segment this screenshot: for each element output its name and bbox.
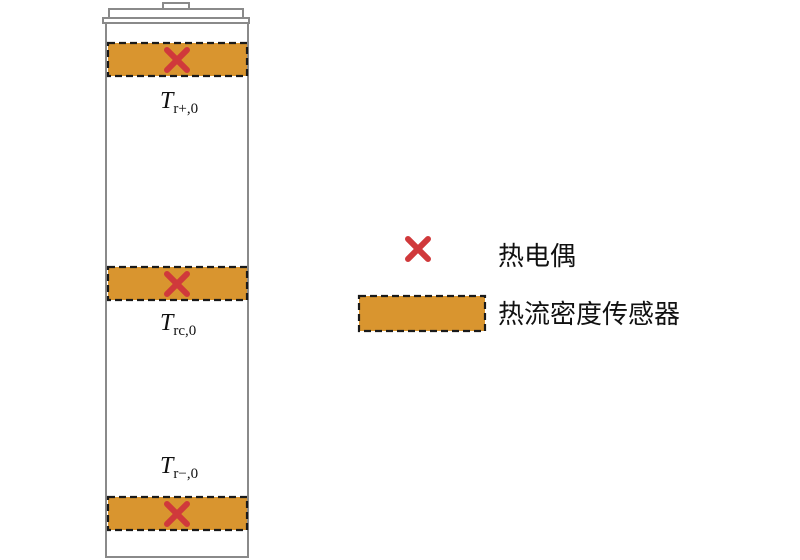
x-mark-stroke-2 <box>164 47 190 73</box>
legend-thermocouple-label: 热电偶 <box>498 242 576 272</box>
label-middle: Trc,0 <box>160 310 196 339</box>
label-bottom-sub: r−,0 <box>173 466 198 482</box>
x-mark-stroke-2 <box>164 271 190 297</box>
legend-thermocouple-icon <box>405 236 431 262</box>
x-mark-stroke-2 <box>405 236 431 262</box>
thermocouple-bottom-icon <box>164 501 190 527</box>
legend-sensor-label: 热流密度传感器 <box>498 300 680 330</box>
label-middle-sub: rc,0 <box>173 323 196 339</box>
cap-plate <box>108 8 244 19</box>
thermocouple-top-icon <box>164 47 190 73</box>
legend-sensor-icon <box>357 294 487 333</box>
thermocouple-middle-icon <box>164 271 190 297</box>
label-bottom-main: T <box>160 453 175 479</box>
label-middle-main: T <box>160 310 175 336</box>
battery-cap <box>102 2 250 24</box>
label-bottom: Tr−,0 <box>160 453 198 482</box>
label-top-main: T <box>160 88 175 114</box>
label-top: Tr+,0 <box>160 88 198 117</box>
x-mark-stroke-2 <box>164 501 190 527</box>
legend: 热电偶 热流密度传感器 <box>357 236 680 333</box>
label-top-sub: r+,0 <box>173 101 198 117</box>
